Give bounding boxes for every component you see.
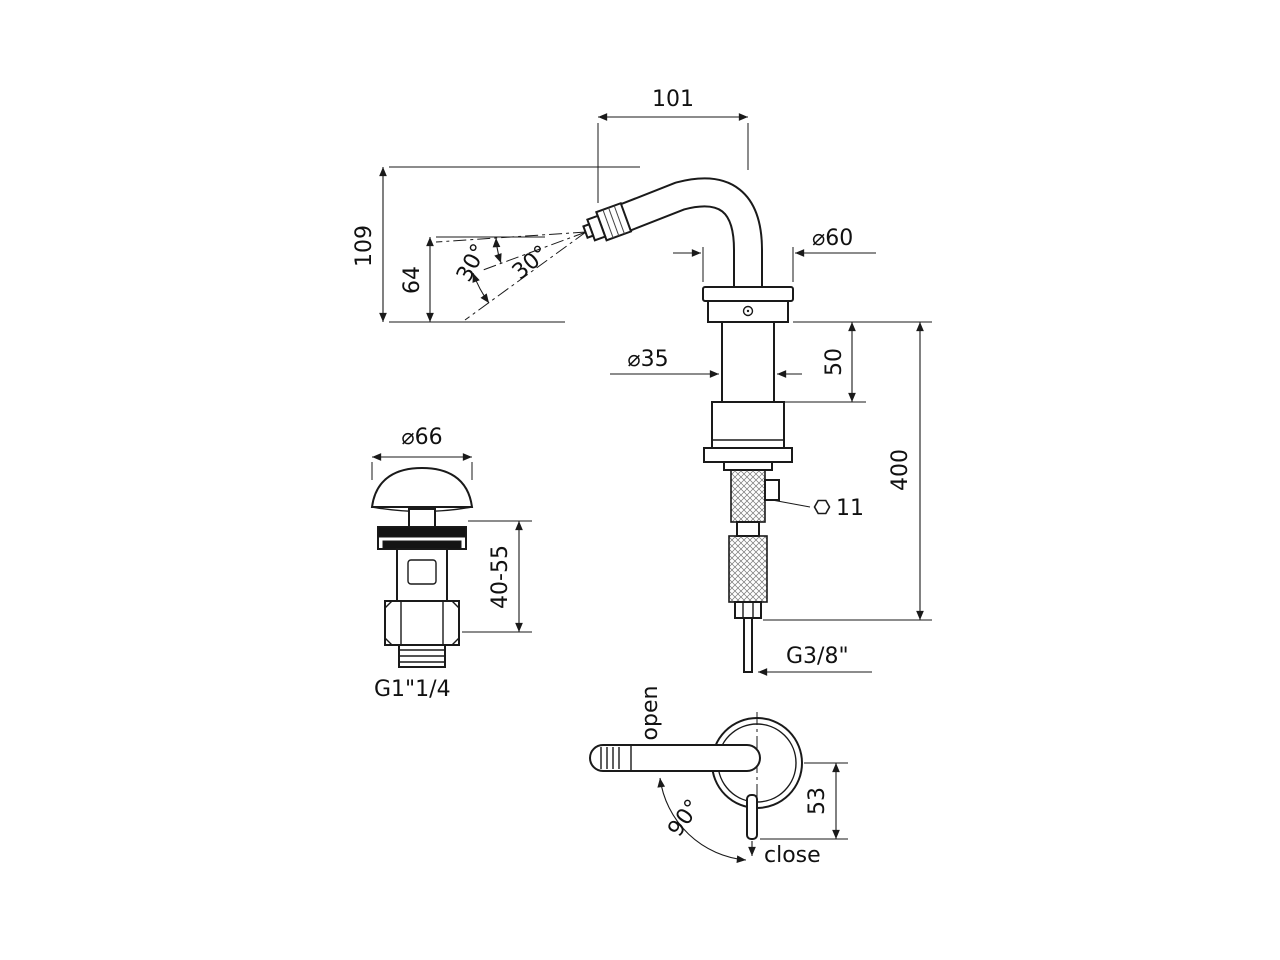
waste-body [396,548,448,602]
popup-waste-assembly: ⌀66 [370,425,532,702]
cartridge-cylinder [711,401,785,449]
hose-thread-label: G3/8" [786,644,849,669]
seal-band-upper [377,526,467,538]
waste-thread-label: G1"1/4 [374,677,451,702]
shank-side-fitting [764,479,780,501]
lever-rod [589,744,761,772]
hex-size-label: 11 [836,496,864,521]
rotation-arc [657,777,747,864]
aerator-detail-line [613,205,625,234]
waste-cap-dome [370,466,474,508]
spray-ray-axis [482,231,587,271]
hose-braid [728,535,768,603]
nut-chamfer [384,600,393,609]
dim-53-label: 53 [805,787,830,815]
waste-thread [398,644,446,668]
nut-chamfer [451,637,460,646]
dim-total-height-400: 400 [763,321,932,621]
nut-outline [384,600,460,646]
waste-seal-flange [377,526,467,550]
dim-40-55-label: 40-55 [488,545,513,609]
handle-lever-closed [746,794,758,856]
cartridge-step [723,461,773,471]
aerator [582,201,633,242]
spray-angle-left-label: 30° [452,240,492,286]
dim-cap-diameter-66: ⌀66 [371,425,473,480]
dim-spout-reach-101: 101 [597,87,749,203]
dim-109-label: 109 [352,225,377,267]
cartridge-housing [703,401,793,471]
waste-stem [408,508,436,528]
spray-ray-lower [464,231,587,321]
hose-connector [736,521,760,537]
hexagon-icon [813,499,831,515]
supply-pipe [743,617,753,673]
leader-line [771,499,811,508]
dim-lever-offset-53: 53 [760,762,848,840]
spray-angle-arc-right [472,272,490,304]
dim-400-label: 400 [888,449,913,491]
spout-pipe [618,177,763,302]
nut-chamfer [451,600,460,609]
dim-64-label: 64 [400,266,425,294]
hex-callout: 11 [771,496,864,521]
open-label: open [638,686,663,741]
lever-pin [746,794,758,840]
spray-direction-lines: 30° 30° [435,231,587,321]
nut-chamfer [384,637,393,646]
flange-top-plate [702,286,794,302]
dim-101-label: 101 [652,87,694,112]
dim-35-label: ⌀35 [627,347,668,372]
dim-spout-height-109: 109 [352,166,640,323]
dim-66-label: ⌀66 [401,425,442,450]
hose-nut [734,601,762,619]
handle-detail: open close 90° 53 [589,686,848,868]
waste-overflow-window [407,559,437,585]
dim-body-height-50: 50 [778,322,866,403]
base-flange [702,286,794,323]
dim-50-label: 50 [822,348,847,376]
flange-screw-center [746,309,750,313]
shank-braid [730,469,766,523]
flange-screw [742,305,754,317]
dim-base-diameter-60: ⌀60 [673,226,876,282]
seal-band-lower [382,540,462,550]
handle-lever-open [589,744,761,772]
spray-angle-right-label: 30° [508,241,554,285]
supply-shank [730,469,780,523]
cartridge-disc [703,447,793,463]
close-label: close [764,843,821,868]
hose-thread-callout: G3/8" [758,644,872,676]
dim-outlet-height-64: 64 [400,236,545,322]
waste-nut [384,600,460,646]
faucet-body [721,321,775,403]
aerator-detail-line [608,207,620,237]
spout-fill [619,179,761,302]
aerator-detail-line [602,209,614,239]
dim-60-label: ⌀60 [812,226,853,251]
dim-body-diameter-35: ⌀35 [610,347,802,378]
spray-angle-arc-left [492,237,502,264]
waste-body-cylinder [396,548,448,602]
dim-90-label: 90° [663,795,706,841]
dim-mount-range-40-55: 40-55 [462,520,532,633]
flex-hose [728,521,768,673]
